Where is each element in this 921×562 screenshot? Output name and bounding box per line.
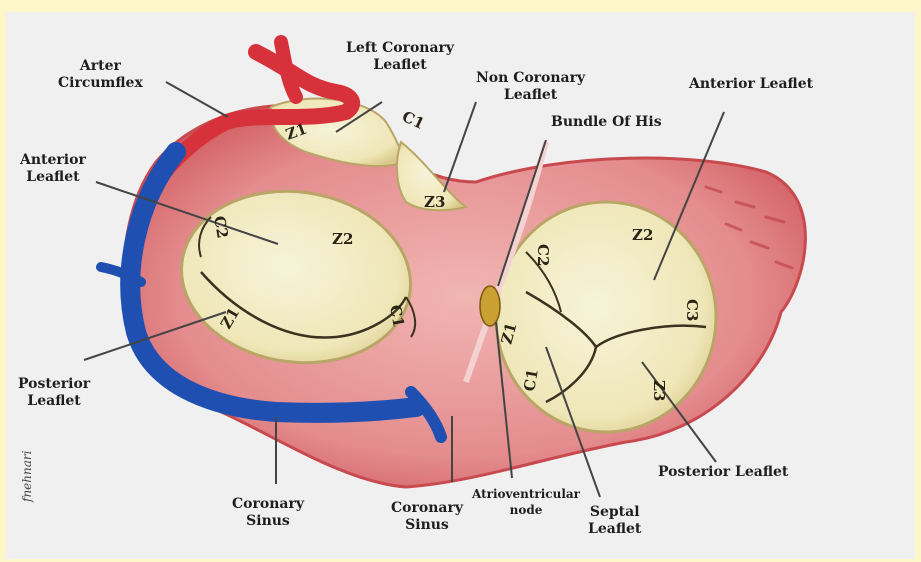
zone-c3-tricuspid: C3 (683, 299, 701, 321)
illustration-frame: Z1 C1 Z3 C2 Z2 C1 Z1 C2 Z2 C3 Z1 C1 Z3 A… (6, 12, 915, 559)
label-coronary-sinus-mid: Coronary Sinus (391, 500, 463, 534)
atrioventricular-node (480, 286, 500, 326)
zone-z3-tricuspid: Z3 (650, 380, 668, 401)
zone-c1-mitral: C1 (386, 304, 408, 329)
zone-z3-aortic: Z3 (424, 193, 445, 211)
zone-c1-aortic: C1 (399, 107, 427, 133)
zone-c2-mitral: C2 (210, 215, 232, 240)
label-atrioventricular-node: Atrioventricular node (472, 486, 580, 518)
label-bundle-of-his: Bundle Of His (551, 114, 662, 131)
label-non-coronary-leaflet: Non Coronary Leaflet (476, 70, 585, 104)
artist-signature: fnehnari (20, 451, 34, 502)
label-posterior-leaflet-right: Posterior Leaflet (658, 464, 788, 481)
label-septal-leaflet: Septal Leaflet (588, 504, 641, 538)
zone-c1-tricuspid: C1 (520, 368, 542, 393)
label-left-coronary-leaflet: Left Coronary Leaflet (346, 40, 454, 74)
zone-z2-mitral: Z2 (332, 230, 353, 248)
label-coronary-sinus-left: Coronary Sinus (232, 496, 304, 530)
label-anterior-leaflet-right: Anterior Leaflet (689, 76, 813, 93)
zone-c2-tricuspid: C2 (534, 244, 552, 266)
tricuspid-valve (496, 202, 716, 432)
label-posterior-leaflet-left: Posterior Leaflet (18, 376, 90, 410)
zone-z2-tricuspid: Z2 (632, 226, 653, 244)
label-arter-circumflex: Arter Circumflex (58, 58, 143, 92)
label-anterior-leaflet-left: Anterior Leaflet (20, 152, 86, 186)
